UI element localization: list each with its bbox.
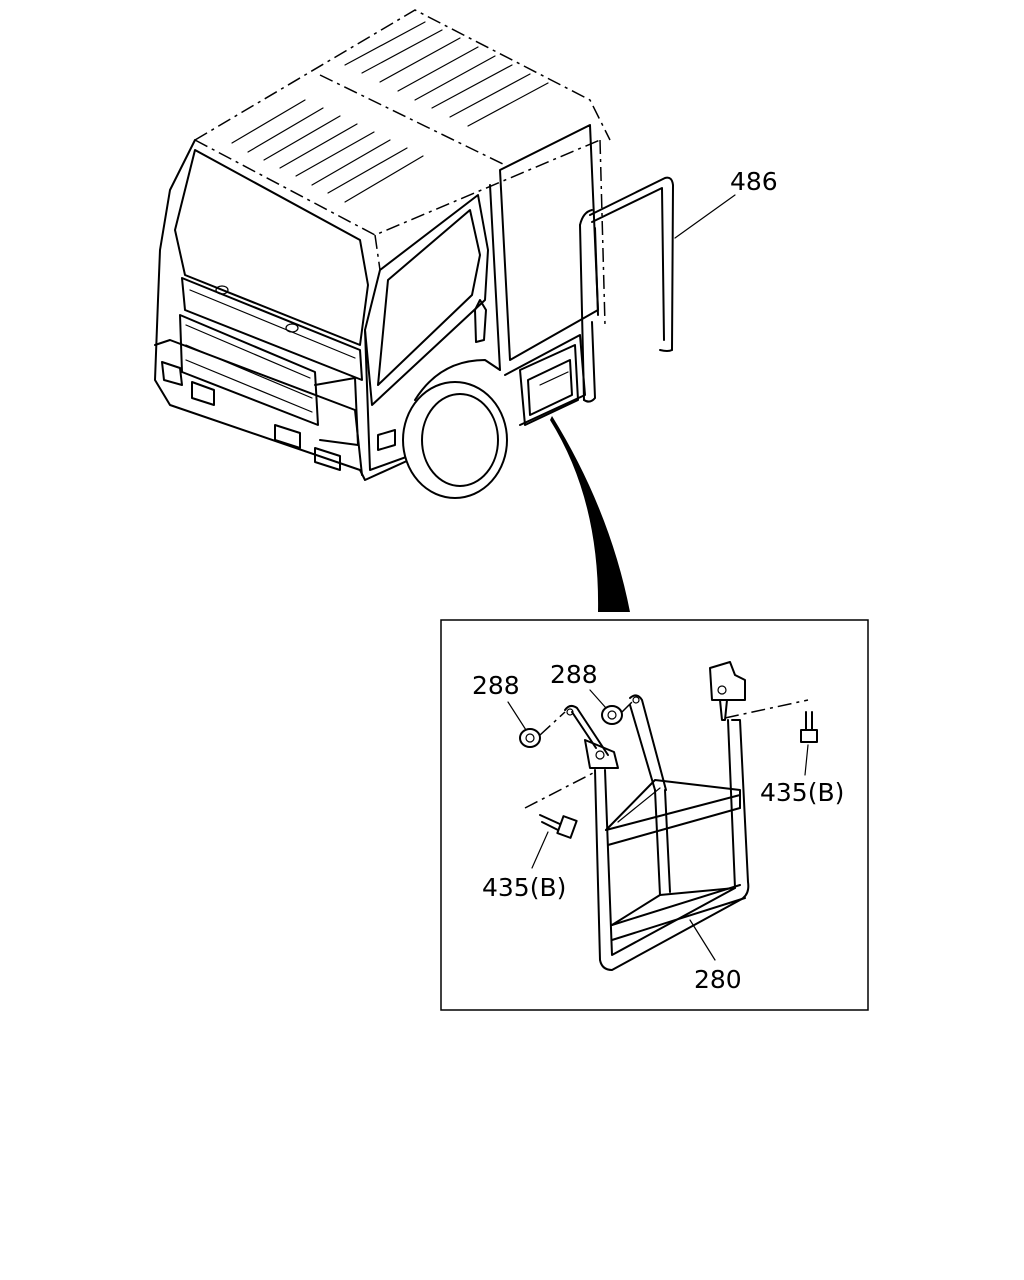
leader-line-288-right [589, 689, 607, 709]
part-label-435b-left: 435(B) [482, 873, 566, 902]
leader-line-435b-left [531, 831, 549, 869]
flange-nut-left [519, 728, 541, 748]
assembly-line-nut-right [621, 701, 633, 713]
flange-nut-right [601, 705, 623, 725]
part-label-288-left: 288 [472, 671, 520, 700]
part-label-435b-right: 435(B) [760, 778, 844, 807]
bolt-right [800, 711, 818, 743]
bolt-left [539, 814, 578, 839]
leader-line-486 [674, 194, 736, 239]
leader-line-435b-right [804, 744, 809, 776]
assembly-line-bolt-right [724, 699, 809, 719]
part-label-288-right: 288 [550, 660, 598, 689]
side-step-assembly [564, 661, 750, 971]
door-weatherstrip [579, 176, 674, 403]
leader-line-280 [689, 919, 716, 961]
truck-cab-illustration [154, 9, 611, 499]
part-label-486: 486 [730, 167, 778, 196]
detail-frame [440, 619, 869, 1011]
assembly-line-nut-left [539, 711, 566, 736]
part-label-280: 280 [694, 965, 742, 994]
detail-callout-pointer [550, 416, 630, 612]
leader-line-288-left [507, 701, 527, 731]
assembly-line-bolt-left [524, 771, 596, 809]
